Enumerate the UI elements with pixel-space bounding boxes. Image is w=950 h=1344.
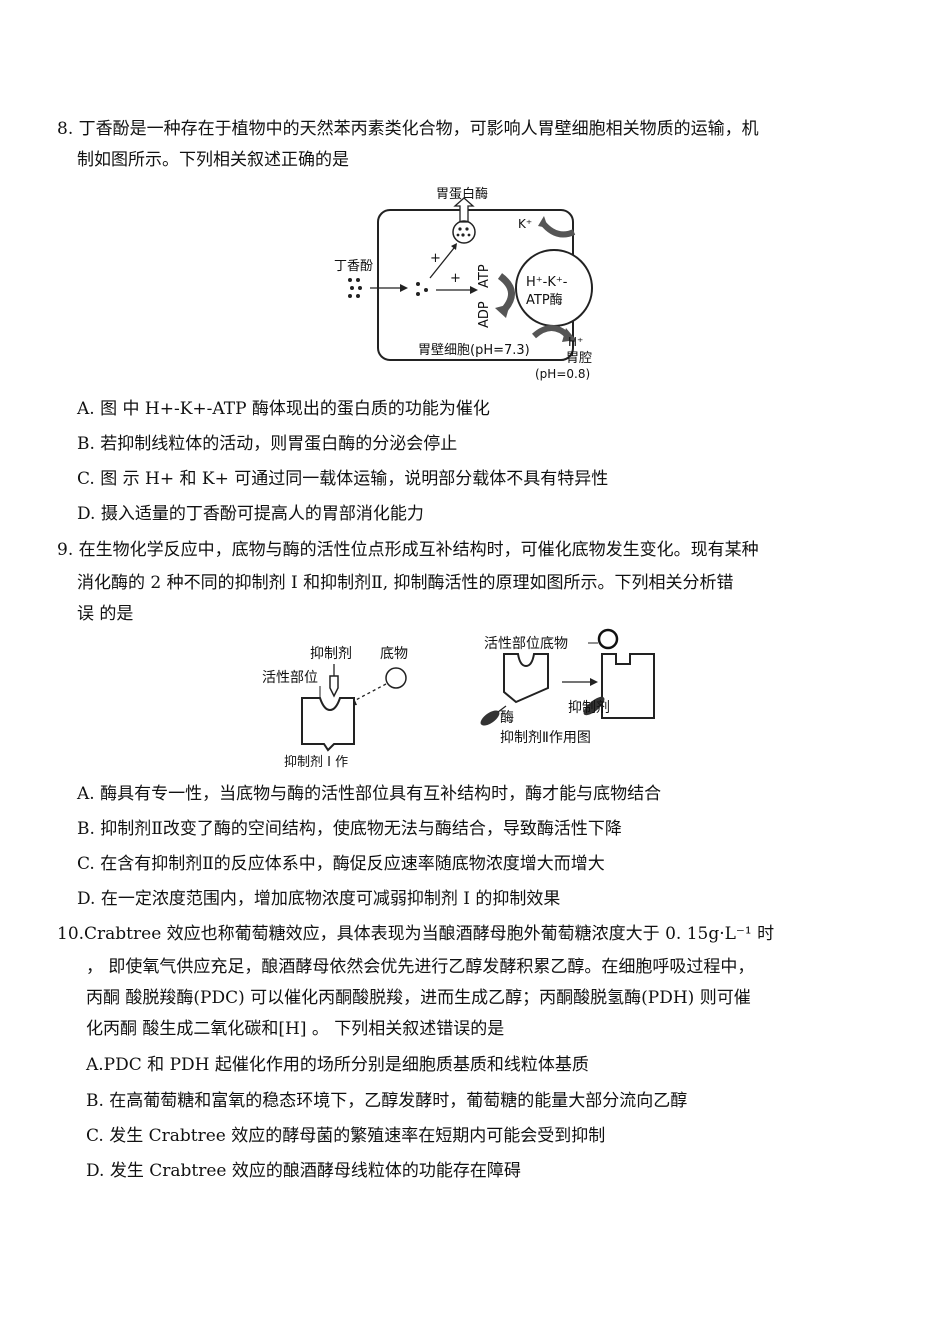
q10-option-b: B. 在高葡萄糖和富氧的稳态环境下，乙醇发酵时，葡萄糖的能量大部分流向乙醇 — [86, 1091, 688, 1111]
atp-label: ATP — [477, 264, 492, 288]
inhibitor2-bound-shape — [583, 696, 605, 716]
active-site-substrate-label: 活性部位底物 — [484, 636, 568, 652]
inhibitor2-label: 抑制剂 — [568, 700, 610, 716]
inhibitor2-shape — [480, 710, 500, 726]
q10-option-d: D. 发生 Crabtree 效应的酿酒酵母线粒体的功能存在障碍 — [86, 1161, 521, 1181]
q9-option-d: D. 在一定浓度范围内，增加底物浓度可减弱抑制剂 I 的抑制效果 — [77, 889, 561, 909]
export-arrow-icon — [453, 197, 475, 223]
active-site-label: 活性部位 — [262, 670, 318, 686]
substrate-circle — [385, 667, 407, 689]
eugenol-dots — [348, 278, 362, 298]
plus-sign-1: + — [430, 251, 441, 266]
q8-stem-line2: 制如图所示。下列相关叙述正确的是 — [77, 150, 349, 170]
caption-inhibitor2: 抑制剂Ⅱ作用图 — [500, 730, 591, 746]
cell-label: 胃壁细胞(pH=7.3) — [418, 343, 530, 358]
pepsin-label: 胃蛋白酶 — [436, 186, 488, 202]
eugenol-label: 丁香酚 — [334, 259, 373, 274]
q10-stem-line2: ， 即使氧气供应充足，酿酒酵母依然会优先进行乙醇发酵积累乙醇。在细胞呼吸过程中， — [86, 957, 755, 977]
lumen-ph-label: (pH=0.8) — [535, 367, 590, 381]
q8-option-d: D. 摄入适量的丁香酚可提高人的胃部消化能力 — [77, 504, 424, 524]
q8-option-a: A. 图 中 H+-K+-ATP 酶体现出的蛋白质的功能为催化 — [77, 399, 490, 419]
q9-option-b: B. 抑制剂Ⅱ改变了酶的空间结构，使底物无法与酶结合，导致酶活性下降 — [77, 819, 622, 839]
enzyme2-before-shape — [503, 653, 549, 704]
h-ion-arrow-icon — [532, 325, 571, 339]
inhibitor-label: 抑制剂 — [310, 646, 352, 662]
inhibitor1-shape — [329, 675, 339, 698]
k-ion-label: K⁺ — [518, 217, 532, 231]
q9-stem-line2: 消化酶的 2 种不同的抑制剂 I 和抑制剂Ⅱ, 抑制酶活性的原理如图所示。下列相… — [77, 573, 734, 593]
substrate-circle-2 — [597, 628, 619, 650]
q10-stem-line3: 丙酮 酸脱羧酶(PDC) 可以催化丙酮酸脱羧，进而生成乙醇；丙酮酸脱氢酶(PDH… — [86, 988, 751, 1008]
q9-stem-line3: 误 的是 — [77, 604, 134, 624]
q10-stem-line4: 化丙酮 酸生成二氧化碳和[H] 。 下列相关叙述错误的是 — [86, 1019, 505, 1039]
enzyme1-shape — [301, 697, 355, 752]
q8-stem-line1: 8. 丁香酚是一种存在于植物中的天然苯丙素类化合物，可影响人胃壁细胞相关物质的运… — [57, 119, 759, 139]
q8-option-c: C. 图 示 H+ 和 K+ 可通过同一载体运输，说明部分载体不具有特异性 — [77, 469, 609, 489]
vesicle-icon — [452, 220, 476, 244]
q10-stem-line1: 10.Crabtree 效应也称葡萄糖效应，具体表现为当酿酒酵母胞外葡萄糖浓度大… — [57, 924, 775, 944]
q9-option-a: A. 酶具有专一性，当底物与酶的活性部位具有互补结构时，酶才能与底物结合 — [77, 784, 662, 804]
q9-option-c: C. 在含有抑制剂Ⅱ的反应体系中，酶促反应速率随底物浓度增大而增大 — [77, 854, 605, 874]
q8-option-b: B. 若抑制线粒体的活动，则胃蛋白酶的分泌会停止 — [77, 434, 458, 454]
q10-option-a: A.PDC 和 PDH 起催化作用的场所分别是细胞质基质和线粒体基质 — [86, 1055, 589, 1075]
enzyme2-after-shape — [601, 653, 655, 719]
caption-inhibitor1: 抑制剂 I 作 — [284, 755, 348, 768]
enzyme-label: 酶 — [500, 710, 514, 726]
eugenol-inside-dots — [416, 282, 428, 296]
q9-figure-inhibitor2: 活性部位底物 酶 抑制剂 抑制剂Ⅱ作用图 — [472, 622, 672, 752]
q10-option-c: C. 发生 Crabtree 效应的酵母菌的繁殖速率在短期内可能会受到抑制 — [86, 1126, 606, 1146]
h-ion-label: H⁺ — [568, 335, 583, 349]
plus-sign-2: + — [450, 271, 461, 286]
q9-figure-inhibitor1: 抑制剂 底物 活性部位 抑制剂 I 作 — [258, 640, 428, 768]
pump-label-line2: ATP酶 — [526, 292, 563, 308]
q9-stem-line1: 9. 在生物化学反应中，底物与酶的活性位点形成互补结构时，可催化底物发生变化。现… — [57, 540, 759, 560]
lumen-label: 胃腔 — [566, 351, 592, 366]
substrate-label: 底物 — [380, 646, 408, 662]
pump-label-line1: H⁺-K⁺- — [526, 275, 568, 290]
q8-figure: 胃蛋白酶 丁香酚 + + ATP ADP H⁺-K⁺- ATP酶 — [330, 182, 610, 382]
k-ion-arrow-icon — [539, 220, 576, 238]
adp-label: ADP — [477, 301, 492, 328]
